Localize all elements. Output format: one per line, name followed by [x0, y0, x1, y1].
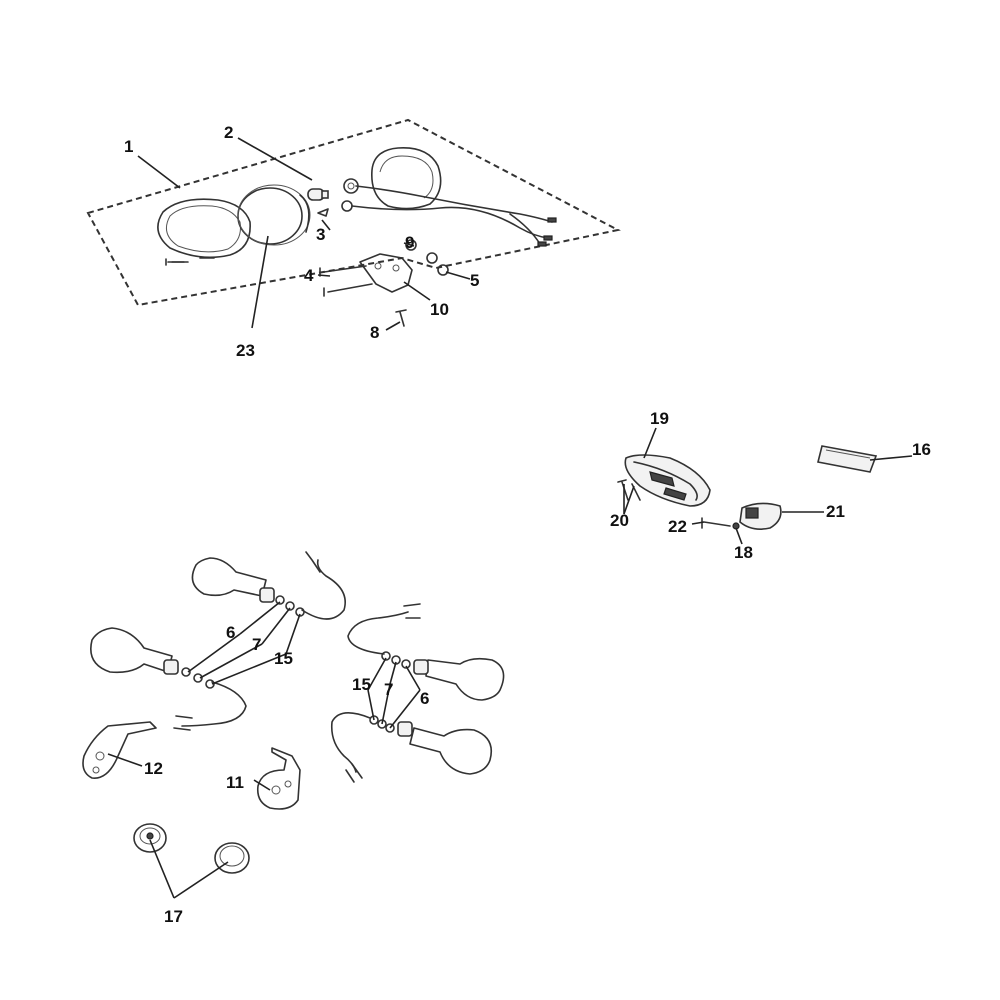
turn-signal-lens-b [214, 842, 250, 874]
turn-signal-rear-right [330, 712, 493, 783]
license-light [739, 502, 782, 530]
license-light-bulb [701, 517, 740, 530]
callout-21: 21 [826, 502, 845, 521]
callout-23: 23 [236, 341, 255, 360]
callout-numbers: 1 2 3 9 4 5 10 8 23 19 16 21 20 22 18 6 … [124, 123, 931, 926]
bracket-bolts [319, 265, 373, 297]
callout-15-right: 15 [352, 675, 371, 694]
mounting-bracket [359, 253, 413, 293]
housing-screw [165, 258, 185, 266]
callout-4: 4 [304, 266, 314, 285]
headlight-assembly-group [86, 118, 621, 327]
callout-3: 3 [316, 225, 325, 244]
callout-22: 22 [668, 517, 687, 536]
tail-light-housing [624, 454, 711, 507]
leader-lines [107, 137, 913, 899]
turn-signal-rear-left [90, 627, 247, 731]
reflector [817, 445, 878, 473]
callout-20: 20 [610, 511, 629, 530]
callout-5: 5 [470, 271, 479, 290]
callout-1: 1 [124, 137, 133, 156]
headlight-wire-harness [351, 185, 557, 247]
bracket-bolt-pin [395, 309, 407, 327]
callout-7-right: 7 [384, 680, 393, 699]
turn-signal-lens-a [133, 823, 167, 853]
turn-signal-front-right [347, 603, 505, 701]
callout-18: 18 [734, 543, 753, 562]
callout-17: 17 [164, 907, 183, 926]
callout-9: 9 [405, 233, 414, 252]
turn-signal-front-left [191, 551, 346, 620]
callout-16: 16 [912, 440, 931, 459]
small-bulb [317, 208, 329, 217]
callout-6-left: 6 [226, 623, 235, 642]
callout-8: 8 [370, 323, 379, 342]
callout-19: 19 [650, 409, 669, 428]
callout-10: 10 [430, 300, 449, 319]
callout-6-right: 6 [420, 689, 429, 708]
callout-11: 11 [226, 773, 244, 792]
turn-signal-bracket-right [256, 747, 301, 810]
callout-12: 12 [144, 759, 163, 778]
headlight-lens [237, 184, 311, 246]
callout-7-left: 7 [252, 635, 261, 654]
headlight-left-housing [157, 198, 251, 263]
bracket-nuts [405, 239, 449, 276]
callout-2: 2 [224, 123, 233, 142]
headlight-right-housing [371, 147, 442, 210]
headlight-assembly-outline [86, 118, 621, 307]
callout-15-left: 15 [274, 649, 293, 668]
tail-light-group [617, 445, 878, 530]
turn-signal-bracket-left [82, 721, 157, 779]
turn-signal-group [82, 551, 505, 874]
headlight-bulb [307, 188, 329, 201]
